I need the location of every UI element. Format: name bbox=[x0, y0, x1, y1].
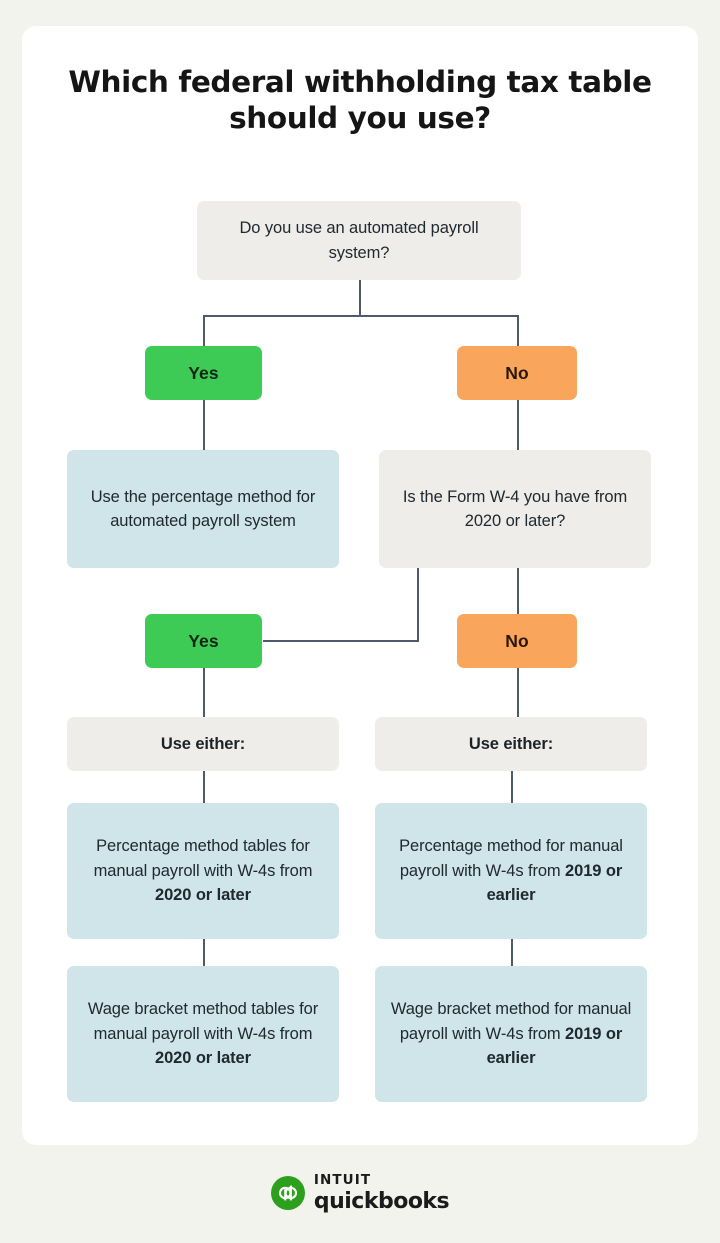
node-branch2-yes-label: Yes bbox=[188, 630, 219, 651]
node-branch2-no-label: No bbox=[505, 630, 529, 651]
connector-no2-to-either bbox=[517, 666, 519, 717]
node-automated-outcome: Use the percentage method for automated … bbox=[67, 450, 339, 568]
connector-right-either-to-opt1 bbox=[511, 770, 513, 804]
node-branch2-yes[interactable]: Yes bbox=[145, 614, 262, 668]
node-branch1-yes-label: Yes bbox=[188, 362, 219, 383]
connector-left-either-to-opt1 bbox=[203, 770, 205, 804]
node-w4-question-label: Is the Form W-4 you have from 2020 or la… bbox=[402, 487, 628, 531]
node-branch1-no-label: No bbox=[505, 362, 529, 383]
connector-left-opt1-to-opt2 bbox=[203, 938, 205, 966]
node-w4-question: Is the Form W-4 you have from 2020 or la… bbox=[379, 450, 651, 568]
node-left-option-1-lead: Percentage method tables for manual payr… bbox=[93, 837, 313, 880]
node-right-option-1-emphasis: 2019 or earlier bbox=[486, 861, 623, 905]
connector-no-to-question bbox=[517, 398, 519, 450]
page-title: Which federal withholding tax table shou… bbox=[68, 65, 652, 135]
connector-fork-bar bbox=[203, 315, 519, 317]
quickbooks-wordmark: INTUIT quickbooks bbox=[313, 1172, 450, 1214]
node-right-option-1: Percentage method for manual payroll wit… bbox=[375, 803, 647, 939]
node-right-use-either: Use either: bbox=[375, 717, 647, 771]
node-automated-outcome-label: Use the percentage method for automated … bbox=[90, 487, 316, 531]
connector-fork-left bbox=[203, 315, 205, 348]
quickbooks-wordmark-text: quickbooks bbox=[313, 1188, 450, 1214]
quickbooks-logo: INTUIT quickbooks bbox=[0, 1172, 720, 1214]
connector-yes-to-outcome bbox=[203, 398, 205, 450]
connector-fork-right bbox=[517, 315, 519, 348]
connector-q2-right-stem bbox=[517, 566, 519, 616]
node-right-option-2: Wage bracket method for manual payroll w… bbox=[375, 966, 647, 1102]
node-left-option-1-emphasis: 2020 or later bbox=[155, 886, 251, 905]
node-root-question-label: Do you use an automated payroll system? bbox=[239, 219, 479, 262]
node-right-option-2-emphasis: 2019 or earlier bbox=[486, 1024, 623, 1068]
node-right-option-2-lead: Wage bracket method for manual payroll w… bbox=[390, 1000, 632, 1043]
connector-yes2-to-either bbox=[203, 666, 205, 717]
node-right-use-either-label: Use either: bbox=[468, 734, 554, 753]
node-left-use-either-label: Use either: bbox=[160, 734, 246, 753]
connector-q2-left-arm bbox=[263, 640, 419, 642]
node-left-option-2: Wage bracket method tables for manual pa… bbox=[67, 966, 339, 1102]
node-left-option-1: Percentage method tables for manual payr… bbox=[67, 803, 339, 939]
node-root-question: Do you use an automated payroll system? bbox=[197, 201, 521, 280]
node-branch2-no[interactable]: No bbox=[457, 614, 577, 668]
node-left-use-either: Use either: bbox=[67, 717, 339, 771]
intuit-wordmark: INTUIT bbox=[313, 1172, 372, 1188]
node-left-option-2-lead: Wage bracket method tables for manual pa… bbox=[87, 1000, 319, 1043]
connector-q2-left-stem bbox=[417, 566, 419, 641]
node-left-option-2-emphasis: 2020 or later bbox=[155, 1049, 251, 1068]
quickbooks-circle-icon bbox=[270, 1176, 305, 1211]
node-branch1-yes[interactable]: Yes bbox=[145, 346, 262, 400]
connector-root-stem bbox=[359, 279, 361, 316]
node-branch1-no[interactable]: No bbox=[457, 346, 577, 400]
connector-right-opt1-to-opt2 bbox=[511, 938, 513, 966]
node-right-option-1-lead: Percentage method for manual payroll wit… bbox=[399, 837, 623, 880]
